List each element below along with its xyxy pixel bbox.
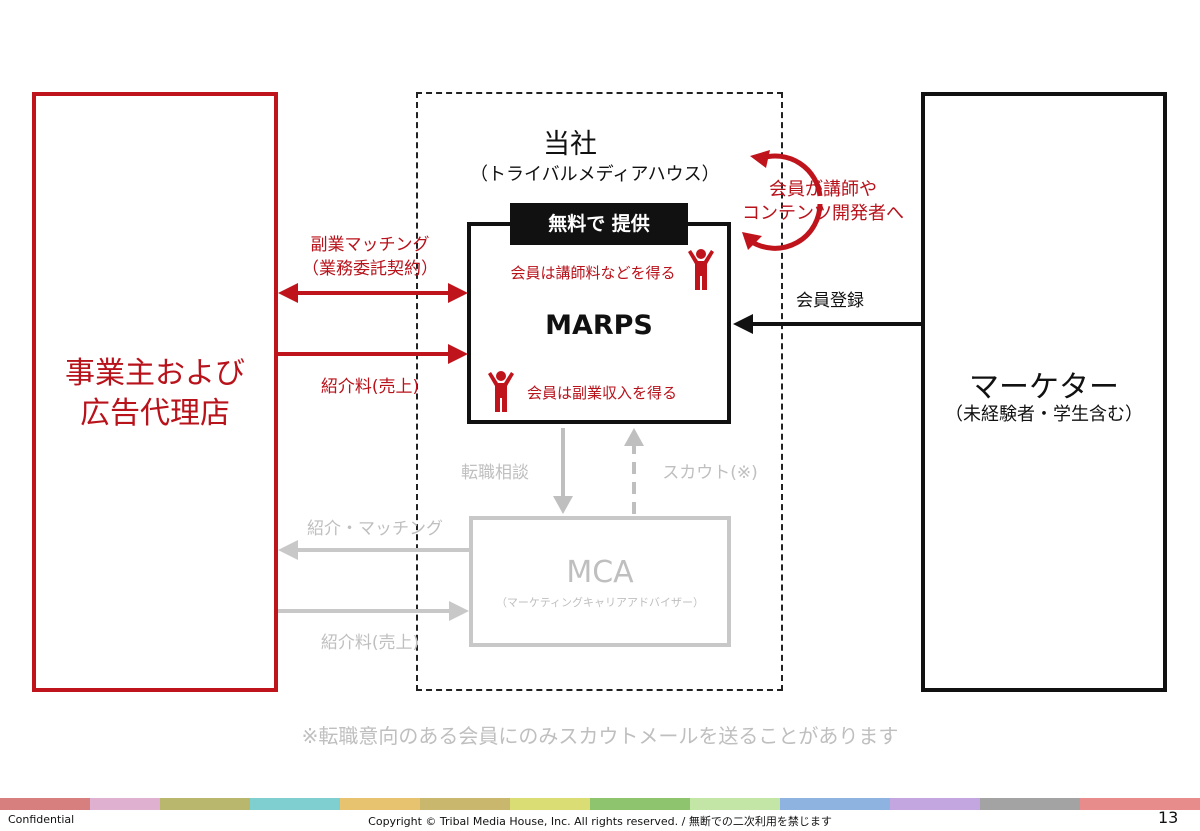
cycle-note-line2: コンテンツ開発者へ <box>742 203 904 224</box>
referral-fee-mca-label: 紹介料(売上) <box>320 633 420 653</box>
marps-name: MARPS <box>545 310 653 341</box>
marps-note-bottom: 会員は副業収入を得る <box>526 384 677 402</box>
company-zone <box>416 92 783 691</box>
company-title: 当社 <box>543 129 597 160</box>
mca-box <box>469 516 731 647</box>
referral-fee-mca-arrow <box>278 601 469 621</box>
client-label-line1: 事業主および <box>65 356 245 391</box>
person-icon <box>688 249 714 290</box>
career-consult-arrow <box>553 428 573 514</box>
marketer-title: マーケター <box>969 370 1119 405</box>
footnote: ※転職意向のある会員にのみスカウトメールを送ることがあります <box>301 724 899 748</box>
free-badge: 無料で 提供 <box>510 203 688 245</box>
cycle-note-line1: 会員が講師や <box>769 179 877 200</box>
side-job-arrow <box>278 283 468 303</box>
side-job-label-line2: （業務委託契約） <box>302 259 438 279</box>
side-job-label-line1: 副業マッチング <box>310 235 430 255</box>
client-label-line2: 広告代理店 <box>80 396 230 431</box>
member-registration-label: 会員登録 <box>796 291 864 311</box>
scout-label: スカウト(※) <box>662 463 758 483</box>
referral-fee-label: 紹介料(売上) <box>320 377 420 397</box>
referral-fee-arrow <box>278 344 468 364</box>
mca-subtitle: （マーケティングキャリアアドバイザー） <box>495 596 705 609</box>
footer-confidential: Confidential <box>8 813 75 826</box>
marketer-box <box>921 92 1167 692</box>
member-registration-arrow <box>733 314 921 334</box>
intro-matching-label: 紹介・マッチング <box>307 519 443 539</box>
arrows-layer <box>278 283 921 621</box>
marps-box <box>467 222 731 424</box>
marps-note-top: 会員は講師料などを得る <box>510 264 676 282</box>
intro-matching-arrow <box>278 540 469 560</box>
client-box <box>32 92 278 692</box>
company-subtitle: （トライバルメディアハウス） <box>470 164 720 185</box>
scout-arrow <box>624 428 644 514</box>
page-number: 13 <box>1158 808 1179 827</box>
cycle-note: 会員が講師や コンテンツ開発者へ <box>738 178 908 226</box>
footer-color-strip <box>0 798 1200 810</box>
footer-copyright: Copyright © Tribal Media House, Inc. All… <box>368 815 832 828</box>
mca-name: MCA <box>566 555 634 590</box>
cycle-arrow-icon <box>742 150 823 251</box>
person-icon <box>488 371 514 412</box>
marketer-subtitle: （未経験者・学生含む） <box>945 404 1143 425</box>
career-consult-label: 転職相談 <box>461 463 529 483</box>
client-label: 事業主および 広告代理店 <box>32 354 278 434</box>
